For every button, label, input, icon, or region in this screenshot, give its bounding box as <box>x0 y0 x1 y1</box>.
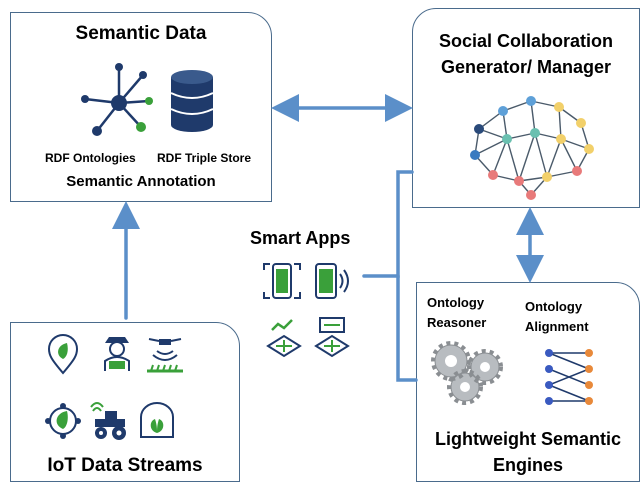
field-chart-icon <box>266 319 302 358</box>
location-leaf-icon <box>47 334 79 375</box>
social-collaboration-box: Social Collaboration Generator/ Manager <box>412 8 640 208</box>
tractor-icon <box>90 402 126 440</box>
farmer-laptop-icon <box>104 337 130 371</box>
iot-data-streams-box: IoT Data Streams <box>10 322 240 482</box>
leaf-network-icon <box>45 403 81 439</box>
alignment-network-icon <box>545 349 593 405</box>
lightweight-engines-title-line2: Engines <box>492 455 563 475</box>
database-icon <box>170 70 214 132</box>
phone-scan-icon <box>263 263 301 299</box>
field-monitor-icon <box>314 317 350 358</box>
rdf-ontologies-icon <box>81 63 153 136</box>
phone-signal-icon <box>315 263 349 299</box>
iot-data-streams-title: IoT Data Streams <box>47 455 203 476</box>
lightweight-engines-title-line1: Lightweight Semantic <box>434 429 621 449</box>
semantic-annotation-label: Semantic Annotation <box>66 173 216 190</box>
ontology-alignment-label-line2: Alignment <box>525 319 589 334</box>
rdf-triple-store-label: RDF Triple Store <box>157 151 252 165</box>
smart-apps-title: Smart Apps <box>250 228 351 248</box>
ontology-reasoner-label-line2: Reasoner <box>427 315 487 330</box>
ontology-reasoner-label-line1: Ontology <box>427 295 485 310</box>
semantic-data-box: Semantic Data RDF Ontologies RDF Triple … <box>10 12 272 202</box>
ontology-alignment-label-line1: Ontology <box>525 299 583 314</box>
greenhouse-icon <box>140 402 174 438</box>
social-collaboration-title-line2: Generator/ Manager <box>440 57 612 77</box>
social-collaboration-title-line1: Social Collaboration <box>438 31 614 51</box>
gears-icon <box>431 341 503 405</box>
rdf-ontologies-label: RDF Ontologies <box>45 151 136 165</box>
drone-field-icon <box>147 338 183 373</box>
lightweight-engines-box: Ontology Reasoner Ontology Alignment <box>416 282 640 482</box>
brain-network-icon <box>470 96 594 200</box>
semantic-data-title: Semantic Data <box>75 23 207 44</box>
